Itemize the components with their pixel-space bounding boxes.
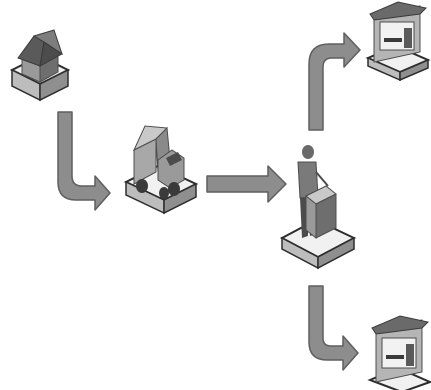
arrow-source-to-transport bbox=[57, 111, 111, 211]
arrow-hub-to-store-top bbox=[308, 32, 361, 131]
store-icon bbox=[365, 1, 431, 82]
worker-with-cart-icon bbox=[279, 145, 357, 270]
arrow-hub-to-store-bottom bbox=[308, 285, 359, 371]
delivery-truck-icon bbox=[123, 125, 199, 215]
arrow-transport-to-hub bbox=[206, 165, 287, 203]
store-icon bbox=[367, 315, 431, 390]
house-icon bbox=[9, 29, 71, 102]
